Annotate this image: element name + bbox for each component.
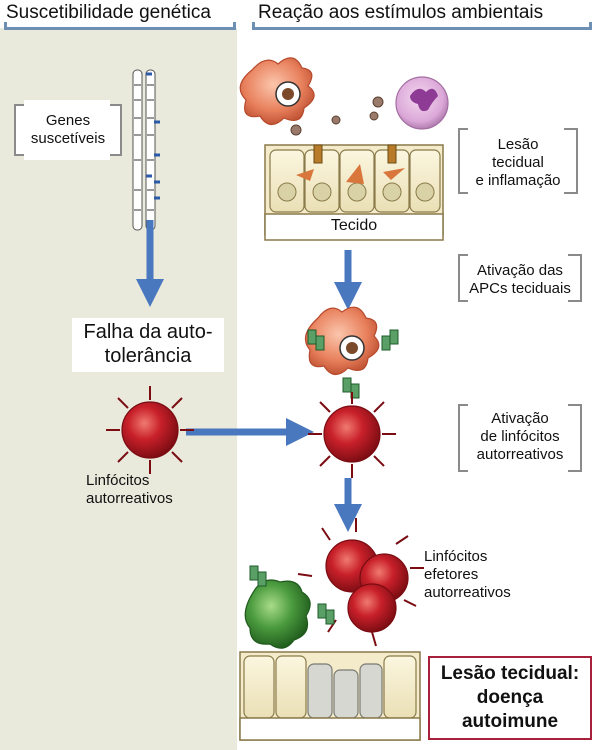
lymphocyte-left: [106, 386, 194, 474]
injury-label: Lesão tecidual e inflamação: [475, 136, 561, 189]
apc-activation-label: Ativação das APCs teciduais: [469, 262, 571, 297]
effector-lymphocytes: [297, 518, 424, 647]
apc-cell-activated: [304, 306, 399, 399]
tissue-top: [264, 144, 444, 241]
failure-label-box: [72, 318, 224, 372]
neutrophil-cell: [395, 76, 449, 130]
failure-label: Falha da auto- tolerância: [83, 321, 213, 367]
header-genetic-susceptibility: Suscetibilidade genética: [6, 2, 211, 23]
genes-label: Genes suscetíveis: [30, 112, 106, 147]
tissue-damaged: [239, 651, 421, 741]
chromosome-icon: [132, 69, 160, 231]
microbes: [290, 96, 384, 136]
outcome-box: [428, 656, 592, 740]
effector-lymphocytes-label: Linfócitos efetores autorreativos: [424, 548, 511, 601]
lymphocytes-label: Linfócitos autorreativos: [86, 472, 173, 507]
header-rule-right: [252, 22, 592, 30]
macrophage-green: [244, 565, 335, 649]
header-rule-left: [4, 22, 236, 30]
tissue-label: Tecido: [330, 217, 378, 234]
header-environmental-reaction: Reação aos estímulos ambientais: [258, 2, 544, 23]
autoimmune-disease-label: Lesão tecidual: doença autoimune: [440, 663, 580, 732]
flow-arrows: [136, 220, 362, 532]
lymphocyte-activation-label: Ativação de linfócitos autorreativos: [476, 410, 564, 463]
apc-cell-top: [239, 57, 315, 126]
lymphocyte-activated: [308, 392, 396, 478]
